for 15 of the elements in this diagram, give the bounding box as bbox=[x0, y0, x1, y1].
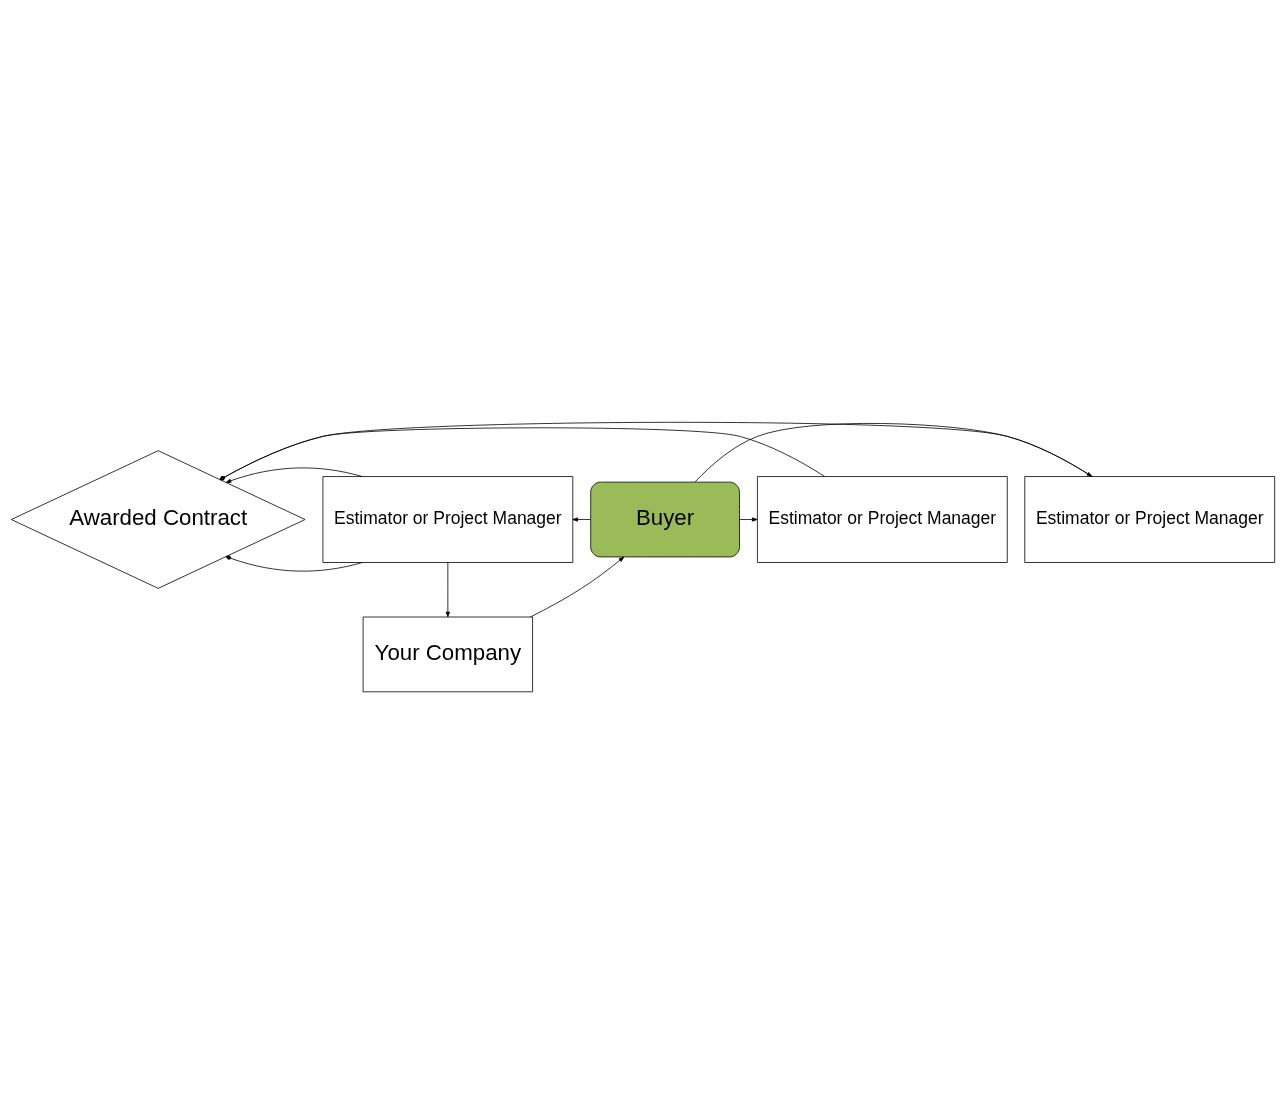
node-box: Estimator or Project Manager bbox=[1024, 476, 1276, 563]
arrow bbox=[530, 556, 625, 618]
node-diamond: Awarded Contract bbox=[10, 450, 306, 589]
arrow bbox=[694, 423, 1093, 483]
arrow bbox=[572, 517, 591, 522]
connector bbox=[219, 421, 1093, 481]
arrow bbox=[445, 562, 450, 618]
node-box: Estimator or Project Manager bbox=[757, 476, 1008, 563]
connector bbox=[225, 555, 363, 572]
node-box: Buyer bbox=[590, 481, 740, 558]
arrow bbox=[739, 517, 758, 522]
node-box: Your Company bbox=[362, 616, 533, 693]
node-box: Estimator or Project Manager bbox=[322, 476, 574, 563]
arrow bbox=[225, 467, 363, 483]
connector bbox=[219, 427, 825, 481]
